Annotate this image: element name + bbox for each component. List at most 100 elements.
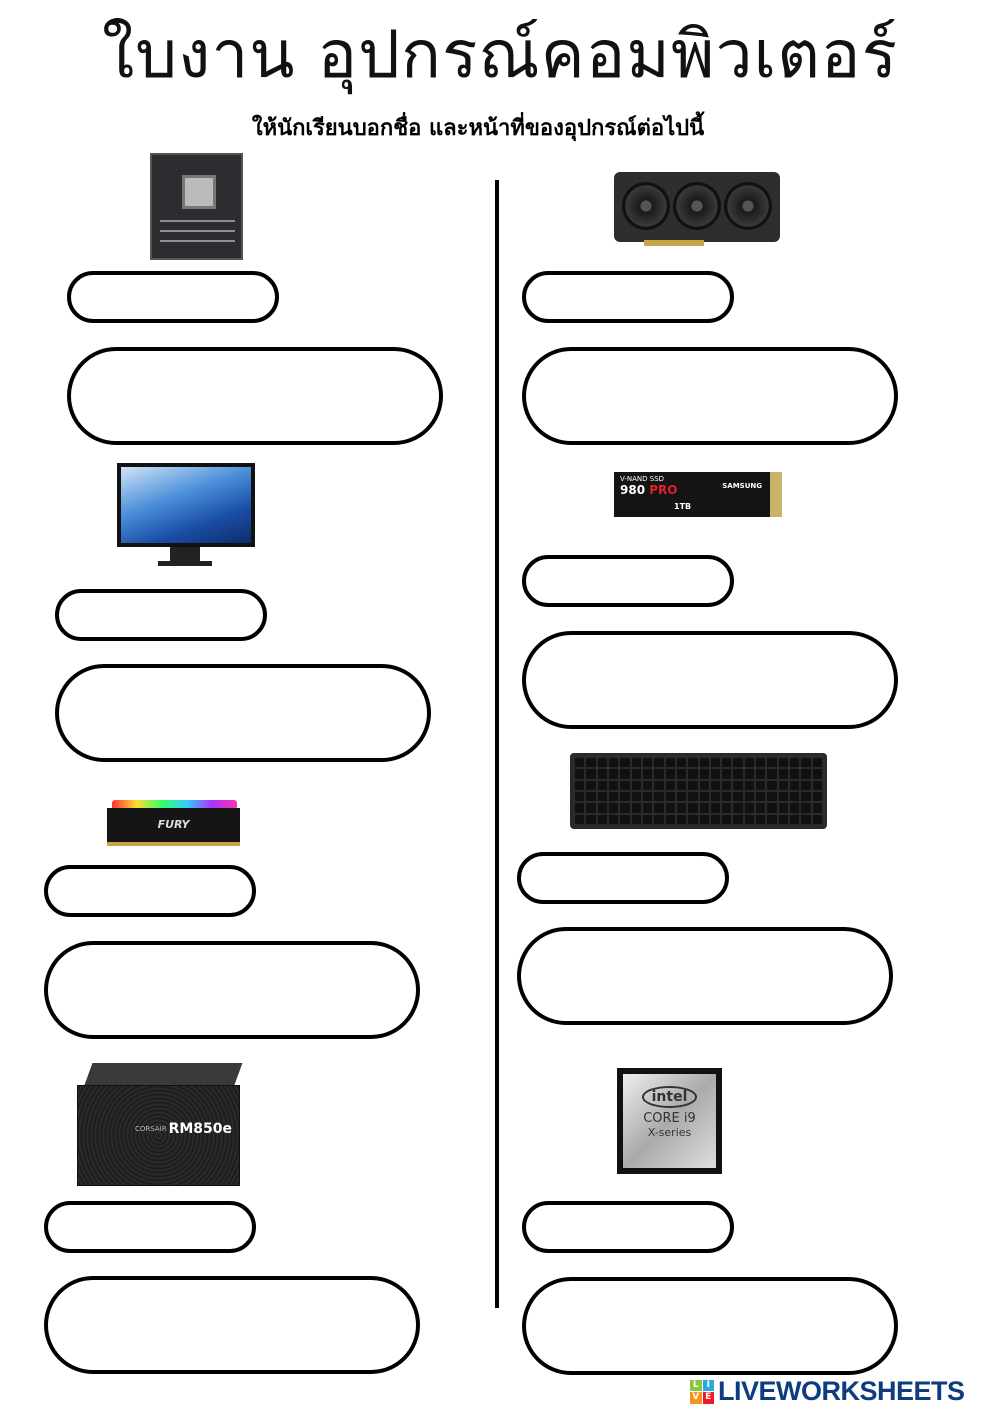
graphics-card-function-field[interactable] — [522, 347, 898, 445]
power-supply-name-field[interactable] — [44, 1201, 256, 1253]
key-icon — [654, 803, 664, 813]
circuit-trace — [160, 230, 235, 232]
key-icon — [767, 780, 777, 790]
cpu-function-field[interactable] — [522, 1277, 898, 1375]
key-icon — [801, 769, 811, 779]
key-icon — [642, 791, 653, 802]
key-icon — [790, 780, 800, 790]
key-icon — [586, 791, 596, 802]
key-icon — [722, 769, 732, 779]
power-supply-image: CORSAIR RM850e — [77, 1063, 243, 1186]
key-icon — [608, 803, 619, 813]
key-icon — [767, 758, 777, 768]
key-icon — [790, 758, 800, 768]
circuit-trace — [160, 240, 235, 242]
cpu-line: CORE i9 — [643, 1111, 696, 1126]
worksheet-instructions: ให้นักเรียนบอกชื่อ และหน้าที่ของอุปกรณ์ต… — [251, 116, 705, 141]
ram-function-field[interactable] — [44, 941, 420, 1039]
power-supply-function-field[interactable] — [44, 1276, 420, 1374]
key-icon — [676, 803, 687, 813]
motherboard-function-field[interactable] — [67, 347, 443, 445]
key-icon — [608, 780, 619, 790]
key-icon — [586, 769, 596, 779]
key-icon — [756, 791, 766, 802]
monitor-name-field[interactable] — [55, 589, 267, 641]
monitor-screen — [121, 467, 251, 543]
key-icon — [801, 814, 811, 824]
motherboard-name-field[interactable] — [67, 271, 279, 323]
cpu-image: intel CORE i9 X-series — [617, 1068, 722, 1174]
intel-logo: intel — [641, 1086, 698, 1108]
key-icon — [778, 769, 789, 779]
key-icon — [699, 803, 709, 813]
key-icon — [699, 769, 709, 779]
key-icon — [597, 814, 607, 824]
key-icon — [812, 780, 822, 790]
key-icon — [676, 769, 687, 779]
psu-brand: CORSAIR — [135, 1125, 167, 1133]
keyboard-name-field[interactable] — [517, 852, 729, 904]
key-icon — [642, 780, 653, 790]
key-icon — [688, 803, 698, 813]
liveworksheets-branding: L I V E LIVEWORKSHEETS — [690, 1376, 965, 1407]
key-icon — [608, 758, 619, 768]
key-icon — [586, 803, 596, 813]
key-icon — [778, 803, 789, 813]
keyboard-function-field[interactable] — [517, 927, 893, 1025]
key-icon — [778, 780, 789, 790]
ssd-model: 980 PRO — [620, 483, 764, 497]
key-icon — [744, 791, 755, 802]
key-icon — [631, 803, 641, 813]
ssd-name-field[interactable] — [522, 555, 734, 607]
key-icon — [710, 803, 721, 813]
liveworksheets-brand: LIVEWORKSHEETS — [718, 1376, 965, 1406]
psu-model: RM850e — [168, 1121, 232, 1137]
key-icon — [812, 791, 822, 802]
key-icon — [597, 758, 607, 768]
key-icon — [699, 780, 709, 790]
key-icon — [790, 803, 800, 813]
ssd-function-field[interactable] — [522, 631, 898, 729]
key-icon — [801, 780, 811, 790]
ssd-brand: SAMSUNG — [722, 482, 762, 490]
key-icon — [790, 769, 800, 779]
key-icon — [722, 791, 732, 802]
key-icon — [733, 780, 743, 790]
graphics-card-name-field[interactable] — [522, 271, 734, 323]
key-icon — [597, 791, 607, 802]
key-icon — [812, 758, 822, 768]
key-icon — [744, 769, 755, 779]
ram-name-field[interactable] — [44, 865, 256, 917]
key-icon — [676, 758, 687, 768]
key-icon — [699, 758, 709, 768]
ssd-image: V-NAND SSD 980 PRO SAMSUNG 1TB — [614, 472, 782, 517]
logo-letter: L — [690, 1379, 702, 1391]
key-icon — [710, 814, 721, 824]
key-icon — [575, 769, 585, 779]
key-icon — [631, 791, 641, 802]
cpu-series: X-series — [647, 1126, 692, 1139]
key-icon — [767, 803, 777, 813]
key-icon — [597, 780, 607, 790]
key-icon — [642, 814, 653, 824]
key-icon — [722, 780, 732, 790]
key-icon — [722, 803, 732, 813]
key-icon — [801, 791, 811, 802]
key-icon — [642, 758, 653, 768]
motherboard-image — [150, 153, 243, 260]
graphics-card-image — [614, 172, 780, 246]
key-icon — [790, 791, 800, 802]
ssd-line: V-NAND SSD — [620, 475, 665, 483]
rgb-strip — [112, 800, 237, 810]
monitor-image — [117, 463, 255, 547]
key-icon — [801, 758, 811, 768]
key-icon — [665, 814, 675, 824]
key-icon — [575, 791, 585, 802]
monitor-function-field[interactable] — [55, 664, 431, 762]
key-icon — [801, 803, 811, 813]
key-icon — [620, 758, 630, 768]
key-icon — [767, 791, 777, 802]
monitor-base — [158, 561, 212, 566]
key-icon — [699, 814, 709, 824]
cpu-name-field[interactable] — [522, 1201, 734, 1253]
